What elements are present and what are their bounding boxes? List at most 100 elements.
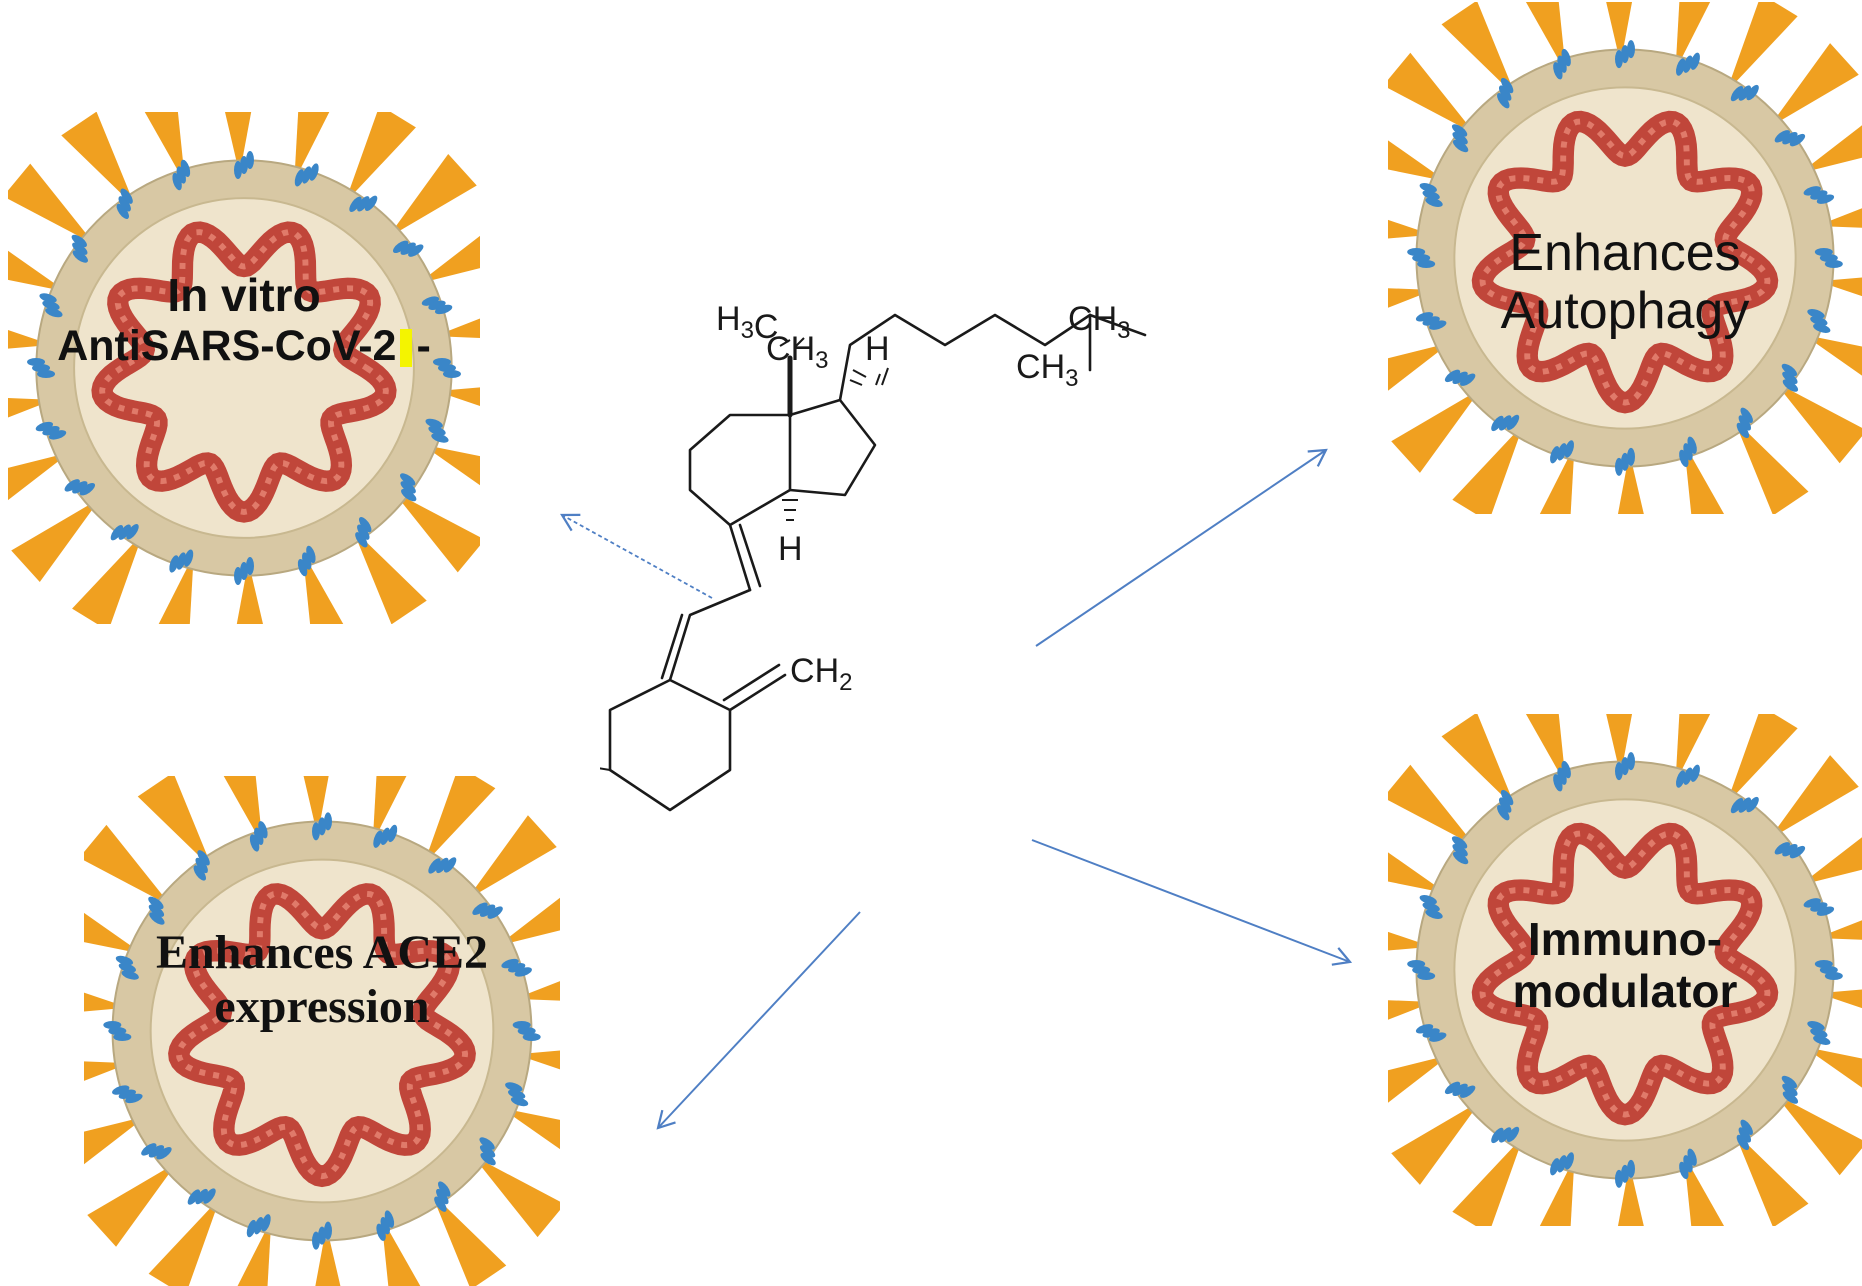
- spike-protein: [1726, 714, 1798, 805]
- membrane-protein: [110, 524, 139, 541]
- label-immuno-line1: Immuno-: [1527, 913, 1723, 965]
- membrane-protein: [1419, 183, 1443, 207]
- membrane-protein: [1814, 248, 1843, 268]
- molecule-ch3-mid: CH3: [766, 330, 828, 374]
- membrane-protein: [1814, 960, 1843, 980]
- membrane-protein: [434, 1181, 451, 1212]
- spike-protein: [1388, 140, 1447, 182]
- spike-protein: [372, 776, 407, 843]
- membrane-protein: [1550, 440, 1574, 464]
- membrane-protein: [505, 1082, 529, 1107]
- membrane-protein: [193, 850, 210, 881]
- spike-protein: [1452, 1135, 1524, 1226]
- spike-protein: [315, 1226, 341, 1286]
- membrane-protein: [27, 358, 56, 378]
- spike-protein: [1391, 388, 1482, 473]
- membrane-protein: [1407, 248, 1436, 268]
- virus-illustration: [1388, 2, 1862, 514]
- spike-protein: [1525, 2, 1567, 73]
- membrane-protein: [373, 824, 398, 848]
- membrane-protein: [1774, 842, 1806, 859]
- membrane-protein: [1774, 130, 1806, 147]
- yellow-highlight-mark: [400, 329, 413, 368]
- spike-protein: [501, 1108, 560, 1150]
- membrane-protein: [246, 1214, 271, 1238]
- arrow-to-ace2: [656, 911, 861, 1130]
- membrane-protein: [1781, 1075, 1799, 1104]
- membrane-protein: [1497, 77, 1514, 109]
- spike-protein: [1617, 452, 1644, 514]
- membrane-protein: [1730, 796, 1759, 814]
- spike-protein: [1683, 443, 1725, 514]
- spike-protein: [1617, 1164, 1644, 1226]
- membrane-protein: [64, 479, 96, 496]
- membrane-protein: [1676, 52, 1700, 76]
- membrane-protein: [1407, 960, 1436, 980]
- molecule-h-lower: H: [778, 530, 803, 568]
- membrane-protein: [355, 516, 372, 548]
- membrane-protein: [1615, 40, 1635, 69]
- membrane-protein: [1415, 1024, 1447, 1042]
- membrane-protein: [1803, 898, 1835, 916]
- spike-protein: [387, 154, 477, 238]
- label-in-vitro-line2-wrap: AntiSARS-CoV-2-: [8, 322, 480, 370]
- membrane-protein: [400, 473, 417, 502]
- spike-protein: [1768, 755, 1859, 840]
- membrane-protein: [1451, 836, 1469, 865]
- label-ace2: Enhances ACE2 expression: [84, 926, 560, 1034]
- membrane-protein: [1415, 312, 1447, 330]
- rna-helix-highlight: [1479, 830, 1771, 1118]
- membrane-protein: [1553, 48, 1571, 80]
- membrane-protein: [249, 821, 268, 852]
- spike-protein: [1675, 714, 1711, 783]
- spike-protein: [1388, 852, 1447, 894]
- molecule-h3c: H3C: [716, 300, 778, 346]
- spike-protein: [1539, 445, 1575, 514]
- membrane-protein: [1679, 436, 1697, 468]
- membrane-protein: [1451, 124, 1469, 153]
- spike-protein: [1799, 837, 1862, 886]
- spike-protein: [236, 561, 263, 624]
- label-in-vitro-suffix: -: [416, 321, 431, 370]
- panel-immuno: Immuno- modulator: [1388, 714, 1862, 1226]
- membrane-protein: [1615, 447, 1635, 476]
- spike-protein: [1388, 342, 1451, 391]
- spike-protein: [1768, 43, 1859, 128]
- membrane-protein: [1615, 752, 1635, 781]
- spike-protein: [1774, 1093, 1862, 1176]
- membrane-protein: [1497, 789, 1514, 821]
- membrane-protein: [1679, 1148, 1697, 1180]
- spike-protein: [237, 1219, 272, 1286]
- spike-protein: [1441, 2, 1517, 97]
- membrane-protein: [472, 902, 503, 919]
- membrane-protein: [1491, 414, 1520, 432]
- membrane-protein: [234, 556, 254, 585]
- membrane-protein: [234, 151, 254, 180]
- membrane-protein: [103, 1021, 132, 1041]
- molecule-ch3-bottom: CH3: [1016, 348, 1078, 392]
- spike-protein: [1391, 1100, 1482, 1185]
- membrane-protein: [71, 234, 88, 263]
- membrane-protein: [115, 955, 139, 980]
- spike-protein: [1606, 2, 1633, 64]
- spike-protein: [84, 824, 172, 907]
- spike-protein: [8, 452, 70, 501]
- membrane-protein: [349, 195, 378, 212]
- membrane-protein: [312, 1221, 332, 1250]
- membrane-protein: [169, 549, 194, 573]
- membrane-protein: [1550, 1152, 1574, 1176]
- spike-protein: [303, 776, 329, 836]
- spike-protein: [302, 552, 344, 624]
- spike-protein: [393, 491, 480, 573]
- arrow-to-autophagy: [1035, 448, 1328, 647]
- membrane-protein: [172, 159, 191, 191]
- molecule-ch3-top: CH3: [1068, 300, 1130, 344]
- membrane-protein: [392, 240, 424, 257]
- molecule-h-upper: H: [865, 330, 890, 368]
- spike-protein: [1799, 125, 1862, 174]
- spike-protein: [381, 1216, 421, 1286]
- membrane-protein: [1807, 309, 1831, 333]
- membrane-protein: [1444, 369, 1476, 386]
- membrane-protein: [312, 812, 332, 841]
